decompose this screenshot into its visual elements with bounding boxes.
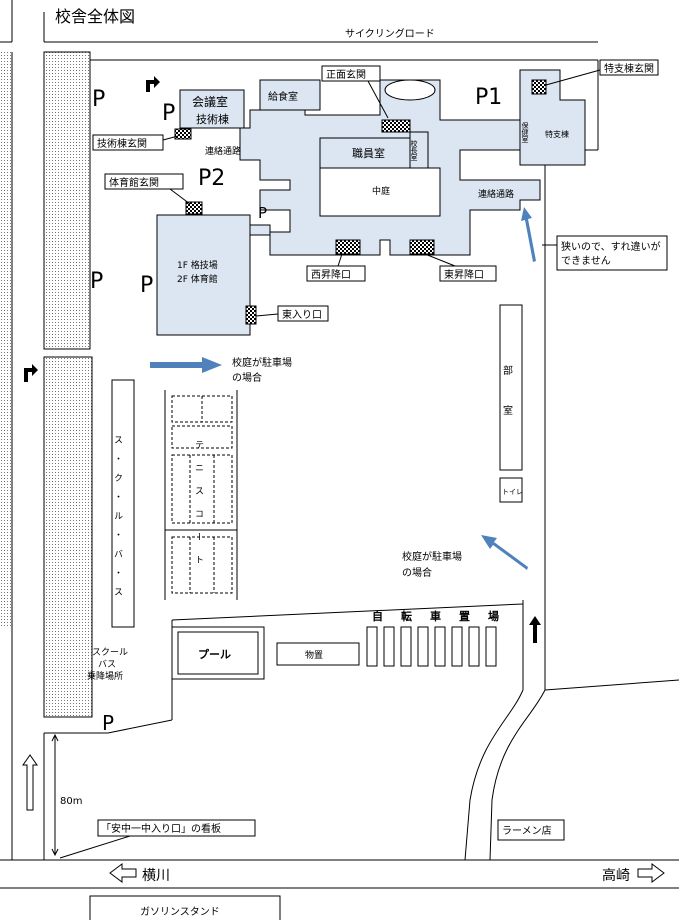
callout-west-stair-label: 西昇降口 (311, 268, 351, 281)
corridor-right-label: 連絡通路 (478, 188, 514, 200)
ramen-shop (497, 819, 565, 841)
parking-p-west2: P (140, 273, 153, 298)
callout-signboard-label: 「安中一中入り口」の看板 (101, 822, 221, 835)
callout-special-entrance-label: 特支棟玄関 (604, 62, 654, 75)
meeting-room-label: 会議室 (192, 94, 228, 109)
callout-gym-entrance-label: 体育館玄関 (109, 176, 159, 189)
club-room (499, 304, 523, 471)
tennis-court-label: テニスコート (193, 440, 204, 578)
gym-line1: 1F 格技場 (177, 259, 218, 271)
distance-label: 80m (60, 796, 82, 807)
club-room-label: 部室 (501, 364, 513, 445)
parking-p-left1: P (92, 87, 105, 112)
blue-arrow-north-icon (521, 207, 536, 262)
staff-room-label: 職員室 (352, 146, 385, 160)
up-arrow-icon (529, 616, 541, 643)
map-title: 校舎全体図 (55, 7, 135, 26)
note-yard1-a: 校庭が駐車場 (232, 356, 292, 369)
gym-entrance-marker (185, 201, 203, 215)
toilet (499, 477, 523, 503)
parking-p-west: P (90, 269, 103, 294)
bike-racks (366, 626, 497, 667)
parking-p-small: P (258, 204, 267, 222)
turn-arrow-icon (24, 364, 38, 382)
callout-front-entrance (321, 65, 381, 82)
arrow-left-icon (109, 863, 137, 883)
corridor-left-label: 連絡通路 (205, 145, 241, 157)
callout-east-gate (277, 305, 329, 322)
principal-room-label: 校長室 (410, 139, 418, 161)
blue-arrow-east-icon (150, 357, 222, 373)
bus-stop-a: スクール (92, 647, 128, 658)
school-bus-lane (111, 379, 135, 628)
toilet-label: トイレ (502, 488, 523, 496)
callout-signboard (97, 819, 256, 837)
callout-special-entrance (599, 59, 659, 76)
front-circle (384, 79, 436, 101)
note-yard1-b: の場合 (232, 371, 262, 384)
gymnasium (156, 214, 251, 336)
gym-connector (249, 224, 271, 236)
courtyard-label: 中庭 (372, 185, 390, 197)
special-support-label: 特支棟 (545, 129, 569, 139)
school-bus-lane-label: ス・ク・ル・バ・ス (112, 435, 123, 606)
west-entrance-marker (335, 239, 361, 255)
courtyard (319, 167, 441, 217)
gym-line2: 2F 体育館 (177, 273, 218, 285)
callout-gym-entrance (104, 173, 184, 190)
yokokawa-label: 横川 (142, 868, 170, 884)
turn-arrow-icon (146, 76, 160, 92)
gas-station (89, 895, 281, 920)
pool (177, 631, 259, 675)
storage-shed (276, 642, 360, 666)
callout-west-stair (306, 265, 366, 282)
callout-narrow-label: 狭いので、すれ違いができません (561, 240, 661, 267)
tech-entrance-marker (174, 128, 192, 140)
parking-p1: P1 (475, 85, 502, 110)
ramen-shop-label: ラーメン店 (502, 824, 552, 837)
blue-arrow-diag-icon (481, 535, 528, 570)
callout-east-gate-label: 東入り口 (282, 308, 322, 321)
east-entrance-marker (409, 239, 435, 255)
hedge-strip-south (43, 356, 93, 718)
bus-stop-b: バス (98, 659, 116, 670)
pool-label: プール (198, 647, 231, 661)
takasaki-label: 高崎 (602, 867, 630, 884)
health-room-label: 保健室 (521, 121, 529, 143)
principal-room (409, 131, 429, 169)
arrow-up-icon (22, 754, 38, 811)
kitchen-label: 給食室 (268, 90, 298, 103)
callout-narrow (556, 235, 668, 271)
note-yard2-a: 校庭が駐車場 (402, 550, 462, 563)
tennis-courts (171, 395, 233, 594)
special-entrance-marker (531, 79, 547, 95)
east-gate-marker (245, 305, 257, 325)
callout-east-stair-label: 東昇降口 (444, 268, 484, 281)
meeting-room-bldg (179, 89, 245, 129)
callout-front-entrance-label: 正面玄関 (326, 68, 366, 81)
callout-tech-entrance (92, 134, 164, 151)
staff-room (319, 137, 421, 169)
tech-building-label: 技術棟 (196, 112, 229, 126)
storage-shed-label: 物置 (305, 649, 323, 661)
bus-stop-c: 乗降場所 (87, 670, 123, 682)
bike-parking-label: 自転車置場 (372, 609, 517, 623)
note-yard2-b: の場合 (402, 566, 432, 579)
hedge-strip-north (43, 51, 91, 350)
callout-tech-entrance-label: 技術棟玄関 (97, 137, 147, 150)
left-greenbelt (0, 52, 12, 627)
parking-p-bottom: P (102, 711, 114, 735)
parking-p-left2: P (162, 101, 175, 126)
front-entrance-marker (381, 119, 411, 133)
parking-p2: P2 (198, 166, 225, 191)
gas-station-label: ガソリンスタンド (140, 906, 220, 918)
special-support-bldg (519, 69, 586, 166)
cycling-road-label: サイクリングロード (345, 27, 435, 40)
arrow-right-icon (637, 863, 665, 883)
callout-east-stair (439, 265, 497, 282)
kitchen (259, 79, 321, 111)
